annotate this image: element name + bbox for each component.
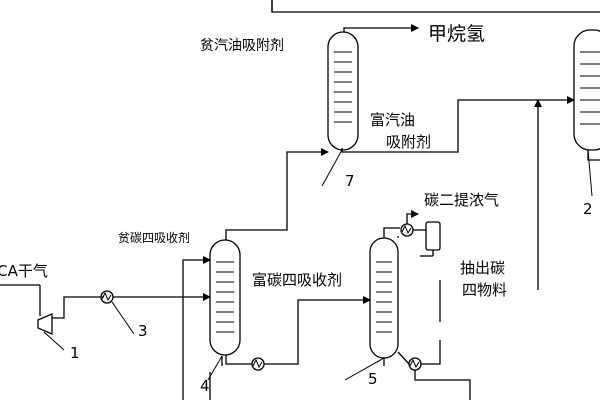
rich-gasoline-absorbent-label-line1: 富汽油 (370, 111, 415, 129)
heat-exchanger-3 (100, 290, 114, 304)
lean-c4-line (182, 256, 211, 400)
column-4 (209, 239, 241, 356)
condenser-5 (400, 223, 414, 237)
rich-c4-absorbent-label: 富碳四吸收剂 (252, 271, 342, 289)
c2-concentrate-gas-label: 碳二提浓气 (424, 191, 499, 209)
reflux-drum (425, 221, 441, 251)
lean-gasoline-absorbent-label: 贫汽油吸附剂 (200, 38, 284, 54)
c4-overhead-line (225, 148, 329, 240)
methane-hydrogen-line (343, 24, 419, 32)
rich-c4-line (264, 296, 371, 365)
callout-2: 2 (583, 200, 593, 218)
column-7 (327, 31, 359, 151)
callout-leader-2 (587, 149, 593, 197)
column-2 (573, 29, 600, 151)
callout-7: 7 (345, 172, 355, 190)
compressor-1 (37, 313, 53, 335)
column-5 (369, 237, 399, 359)
callout-4: 4 (200, 377, 210, 395)
callout-leader-3 (111, 301, 135, 335)
c2-gas-outlet-line (406, 210, 419, 224)
lean-c4-absorbent-label: 贫碳四吸收剂 (118, 230, 190, 245)
callout-3: 3 (138, 322, 148, 340)
extract-c4-label-line1: 抽出碳 (460, 259, 505, 277)
heat-exchanger-4b (251, 357, 265, 371)
callout-5: 5 (368, 370, 378, 388)
feed-line (52, 296, 104, 319)
fcc-dry-gas-label: FCCA干气 (0, 262, 48, 280)
heat-exchanger-5b (408, 357, 422, 371)
rich-gasoline-absorbent-label-line2: 吸附剂 (386, 133, 431, 151)
methane-hydrogen-label: 甲烷氢 (428, 23, 485, 45)
lean-gasoline-line (271, 0, 600, 13)
callout-1: 1 (70, 344, 80, 362)
callout-leader-1 (43, 331, 65, 351)
callout-leader-5 (344, 357, 385, 381)
extract-c4-label-line2: 四物料 (462, 281, 507, 299)
callout-leader-7 (321, 149, 343, 187)
